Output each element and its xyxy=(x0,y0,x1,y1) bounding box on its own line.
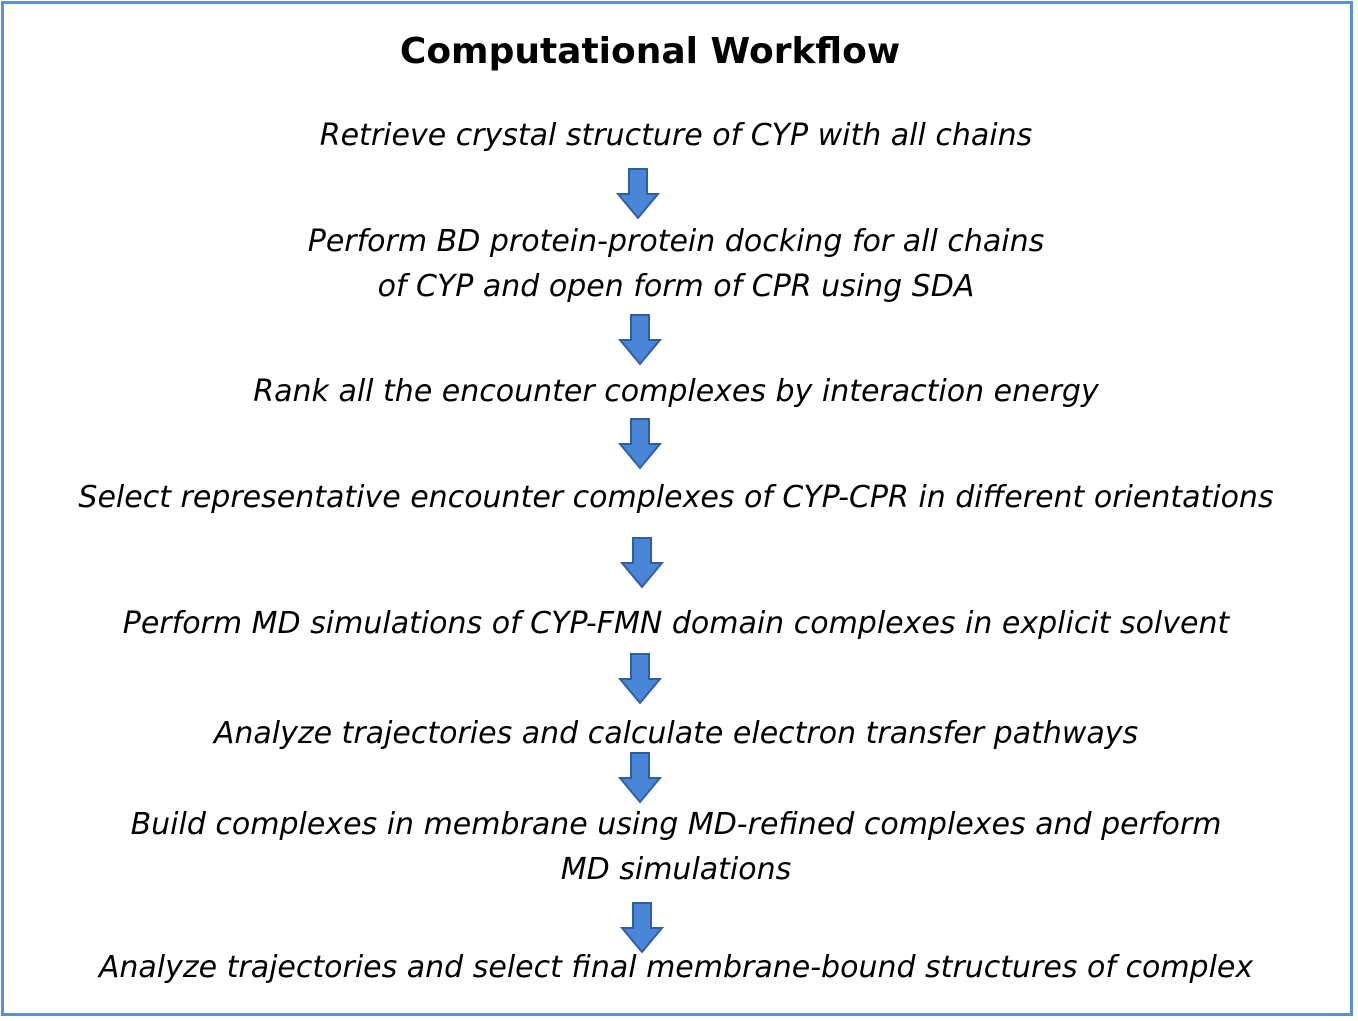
step-6-line-1: Analyze trajectories and calculate elect… xyxy=(213,716,1139,751)
workflow-step-7: Build complexes in membrane using MD-ref… xyxy=(0,802,1352,892)
step-8-line-1: Analyze trajectories and select final me… xyxy=(98,950,1254,985)
down-arrow-icon xyxy=(618,752,662,804)
step-3-line-1: Rank all the encounter complexes by inte… xyxy=(253,374,1099,409)
step-2-line-1: Perform BD protein-protein docking for a… xyxy=(307,224,1045,259)
workflow-step-5: Perform MD simulations of CYP-FMN domain… xyxy=(0,601,1352,646)
step-1-line-1: Retrieve crystal structure of CYP with a… xyxy=(319,118,1033,153)
down-arrow-icon xyxy=(616,168,660,220)
workflow-step-3: Rank all the encounter complexes by inte… xyxy=(0,369,1352,414)
workflow-step-2: Perform BD protein-protein docking for a… xyxy=(0,219,1352,309)
down-arrow-icon xyxy=(618,653,662,705)
step-4-line-1: Select representative encounter complexe… xyxy=(78,480,1274,515)
down-arrow-icon xyxy=(620,902,664,954)
step-7-line-2: MD simulations xyxy=(560,852,792,887)
workflow-step-4: Select representative encounter complexe… xyxy=(0,475,1352,520)
diagram-title: Computational Workflow xyxy=(399,31,901,72)
down-arrow-icon xyxy=(618,418,662,470)
step-2-line-2: of CYP and open form of CPR using SDA xyxy=(377,269,975,304)
down-arrow-icon xyxy=(618,314,662,366)
step-7-line-1: Build complexes in membrane using MD-ref… xyxy=(130,807,1222,842)
step-5-line-1: Perform MD simulations of CYP-FMN domain… xyxy=(122,606,1230,641)
workflow-step-6: Analyze trajectories and calculate elect… xyxy=(0,711,1352,756)
down-arrow-icon xyxy=(620,537,664,589)
workflow-step-8: Analyze trajectories and select final me… xyxy=(0,945,1352,990)
workflow-step-1: Retrieve crystal structure of CYP with a… xyxy=(0,113,1352,158)
